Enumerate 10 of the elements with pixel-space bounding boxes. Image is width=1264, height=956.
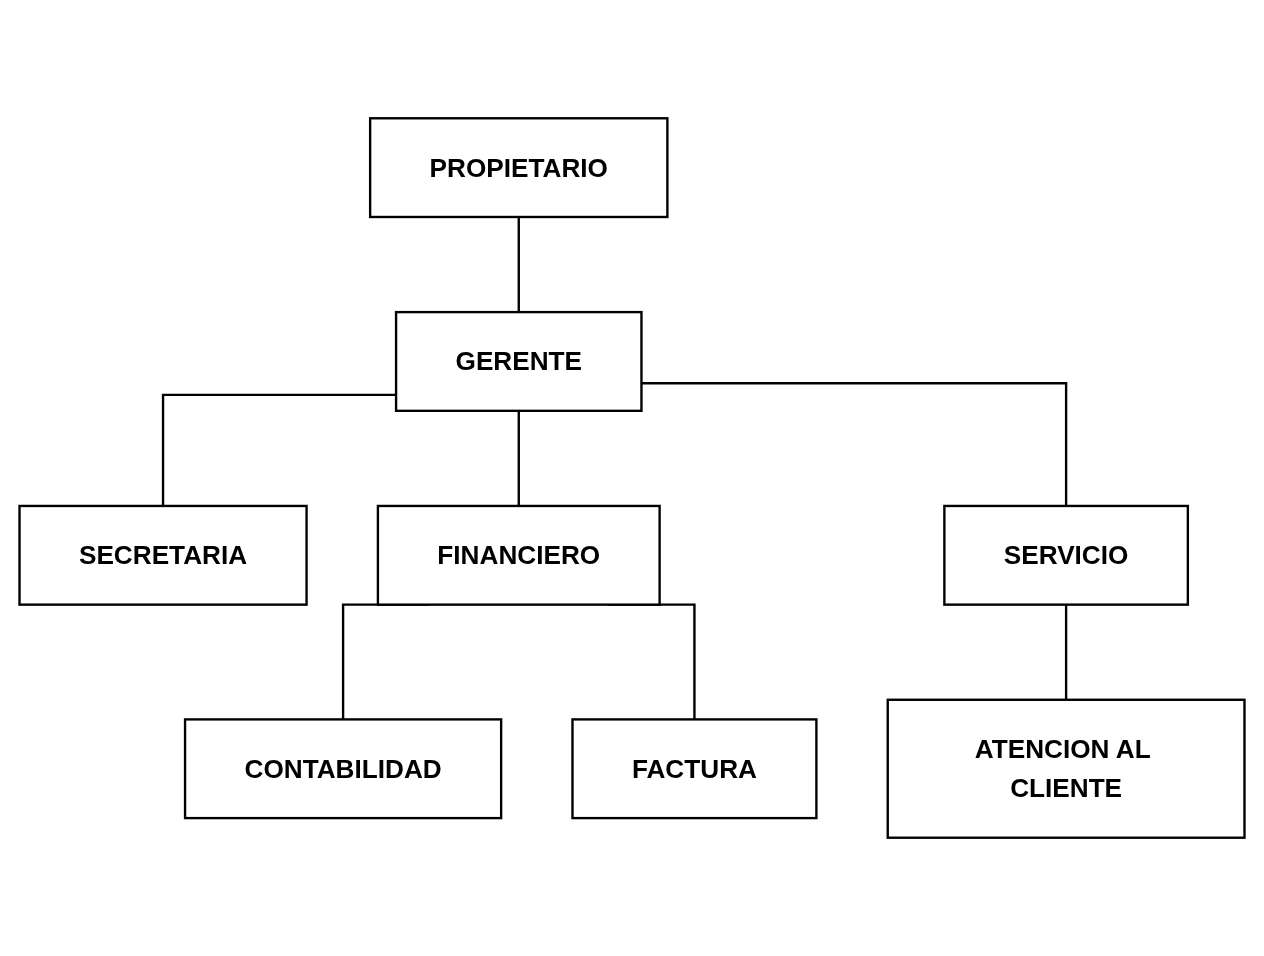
node-box: FINANCIERO [376,504,661,606]
connector [161,393,397,506]
node-box: SERVICIO [943,504,1190,606]
node-box: ATENCION AL CLIENTE [886,698,1246,839]
connector [641,382,1068,506]
node-box: SECRETARIA [18,504,308,606]
node-box: GERENTE [394,310,643,412]
node-box: FACTURA [571,718,818,820]
node-box: PROPIETARIO [368,117,669,219]
node-box: CONTABILIDAD [183,718,503,820]
